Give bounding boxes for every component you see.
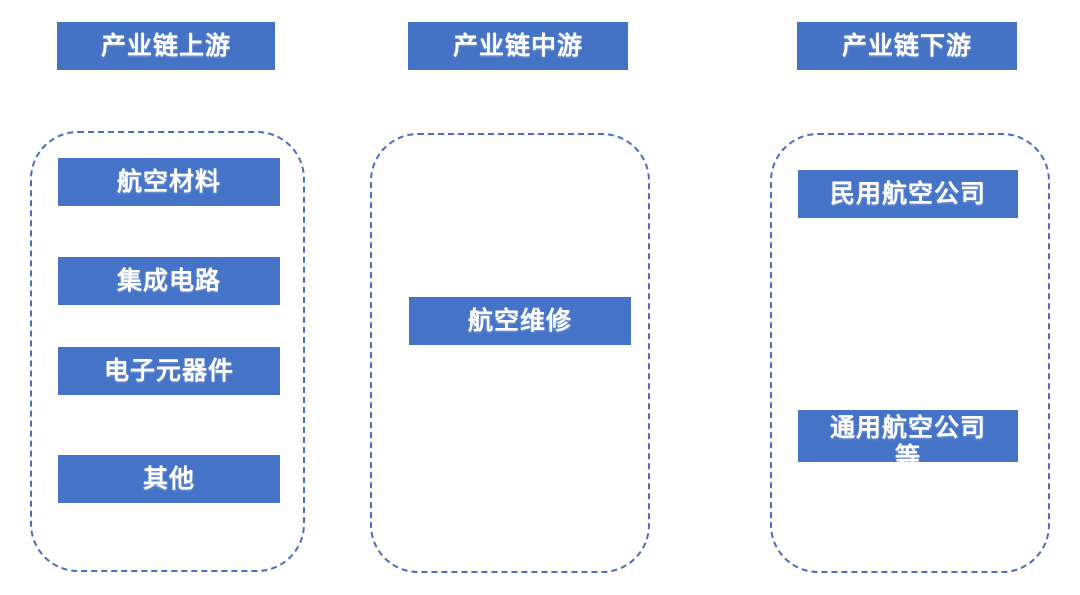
item-upstream-aviation-materials[interactable]: 航空材料 bbox=[58, 158, 280, 206]
item-upstream-integrated-circuits[interactable]: 集成电路 bbox=[58, 257, 280, 305]
column-header-upstream[interactable]: 产业链上游 bbox=[57, 22, 275, 70]
column-header-midstream[interactable]: 产业链中游 bbox=[408, 22, 628, 70]
column-body-downstream: 民用航空公司 通用航空公司 等 bbox=[770, 133, 1050, 573]
item-label-secondary-clipped: 等 bbox=[894, 442, 921, 462]
item-upstream-others[interactable]: 其他 bbox=[58, 455, 280, 503]
column-body-midstream: 航空维修 bbox=[370, 133, 650, 573]
item-downstream-general-aviation-company[interactable]: 通用航空公司 等 bbox=[798, 410, 1018, 462]
item-downstream-civil-aviation-company[interactable]: 民用航空公司 bbox=[798, 170, 1018, 218]
item-upstream-electronic-components[interactable]: 电子元器件 bbox=[58, 347, 280, 395]
column-header-downstream[interactable]: 产业链下游 bbox=[797, 22, 1017, 70]
column-body-upstream: 航空材料 集成电路 电子元器件 其他 bbox=[30, 131, 305, 572]
item-label-primary: 通用航空公司 bbox=[829, 414, 986, 442]
item-midstream-aviation-maintenance[interactable]: 航空维修 bbox=[409, 297, 631, 345]
